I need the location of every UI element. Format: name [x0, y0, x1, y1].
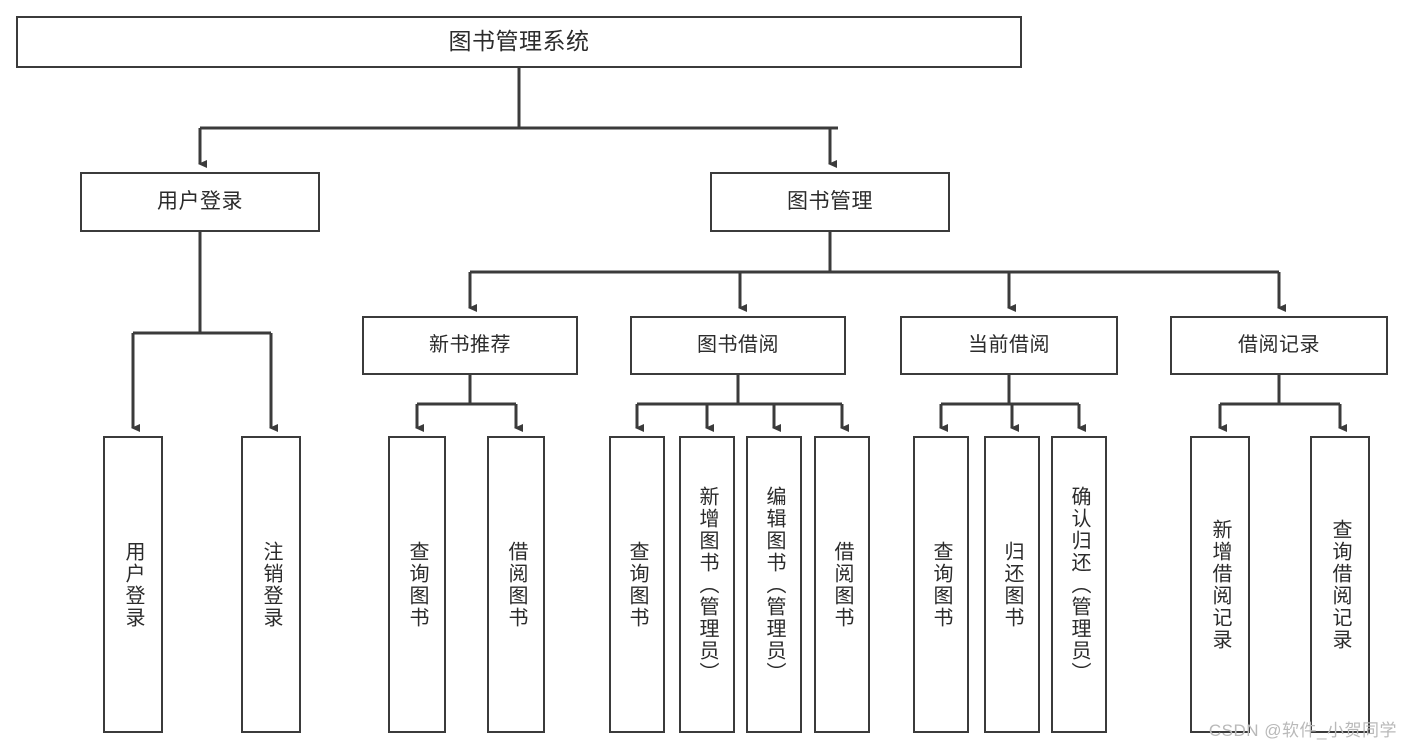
leaf-user-login-label: 用户登录: [122, 540, 144, 629]
leaf-borrow-book[interactable]: 借阅图书: [814, 436, 870, 733]
watermark: CSDN @软件_小贺同学: [1208, 721, 1397, 740]
leaf-logout[interactable]: 注销登录: [241, 436, 301, 733]
leaf-borrow-book-recommend[interactable]: 借阅图书: [487, 436, 545, 733]
leaf-edit-book-admin-label: 编辑图书（管理员）: [763, 485, 785, 684]
node-current-borrow-label: 当前借阅: [968, 334, 1050, 357]
node-new-book-recommend-label: 新书推荐: [429, 334, 511, 357]
leaf-query-book-current[interactable]: 查询图书: [913, 436, 969, 733]
leaf-borrow-book-label: 借阅图书: [831, 540, 853, 629]
node-new-book-recommend[interactable]: 新书推荐: [362, 316, 578, 375]
leaf-add-book-admin[interactable]: 新增图书（管理员）: [679, 436, 735, 733]
node-root[interactable]: 图书管理系统: [16, 16, 1022, 68]
leaf-query-book-borrow-label: 查询图书: [626, 540, 648, 629]
node-user-login-label: 用户登录: [157, 190, 243, 214]
leaf-logout-label: 注销登录: [260, 540, 282, 629]
leaf-query-borrow-record[interactable]: 查询借阅记录: [1310, 436, 1370, 733]
node-root-label: 图书管理系统: [448, 28, 590, 55]
node-current-borrow[interactable]: 当前借阅: [900, 316, 1118, 375]
leaf-query-book-recommend[interactable]: 查询图书: [388, 436, 446, 733]
leaf-edit-book-admin[interactable]: 编辑图书（管理员）: [746, 436, 802, 733]
leaf-confirm-return-admin[interactable]: 确认归还（管理员）: [1051, 436, 1107, 733]
leaf-add-book-admin-label: 新增图书（管理员）: [696, 485, 718, 684]
node-borrow-record[interactable]: 借阅记录: [1170, 316, 1388, 375]
node-user-login[interactable]: 用户登录: [80, 172, 320, 232]
leaf-query-borrow-record-label: 查询借阅记录: [1329, 518, 1351, 651]
leaf-add-borrow-record[interactable]: 新增借阅记录: [1190, 436, 1250, 733]
leaf-borrow-book-recommend-label: 借阅图书: [505, 540, 527, 629]
leaf-query-book-recommend-label: 查询图书: [406, 540, 428, 629]
leaf-query-book-borrow[interactable]: 查询图书: [609, 436, 665, 733]
leaf-return-book-label: 归还图书: [1001, 540, 1023, 629]
leaf-query-book-current-label: 查询图书: [930, 540, 952, 629]
leaf-add-borrow-record-label: 新增借阅记录: [1209, 518, 1231, 651]
node-book-borrow[interactable]: 图书借阅: [630, 316, 846, 375]
node-book-borrow-label: 图书借阅: [697, 334, 779, 357]
leaf-confirm-return-admin-label: 确认归还（管理员）: [1068, 485, 1090, 684]
node-book-management-label: 图书管理: [787, 190, 873, 214]
node-borrow-record-label: 借阅记录: [1238, 334, 1320, 357]
leaf-user-login[interactable]: 用户登录: [103, 436, 163, 733]
node-book-management[interactable]: 图书管理: [710, 172, 950, 232]
leaf-return-book[interactable]: 归还图书: [984, 436, 1040, 733]
